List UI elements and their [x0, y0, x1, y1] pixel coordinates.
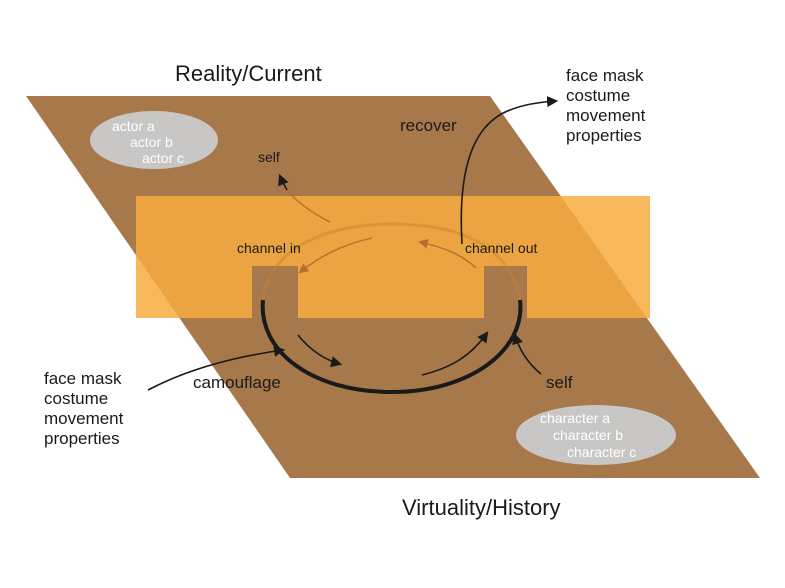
left-list-item: properties	[44, 429, 120, 448]
self-bottom-label: self	[546, 373, 573, 392]
channel-arrow-faint-2	[418, 238, 477, 269]
bottom-title: Virtuality/History	[402, 495, 561, 520]
recover-label: recover	[400, 116, 457, 135]
left-list-item: costume	[44, 389, 108, 408]
cycle-ellipse-back	[261, 222, 522, 301]
actors-ellipse	[90, 111, 218, 169]
top-right-list-item: movement	[566, 106, 646, 125]
cycle-ellipse-front	[260, 299, 523, 395]
self-top-arrow	[286, 189, 331, 223]
left-list-arrow	[147, 345, 286, 391]
self-top-label: self	[258, 149, 280, 165]
character-c-label: character c	[567, 444, 636, 460]
camouflage-label: camouflage	[193, 373, 281, 392]
top-title: Reality/Current	[175, 61, 322, 86]
camouflage-arrow-1	[297, 334, 343, 368]
top-right-list-item: costume	[566, 86, 630, 105]
actor-a-label: actor a	[112, 118, 155, 134]
channel-band	[136, 196, 650, 318]
characters-ellipse	[516, 405, 676, 465]
character-b-label: character b	[553, 427, 623, 443]
left-list-item: movement	[44, 409, 124, 428]
recover-arrow	[460, 95, 559, 245]
channel-out-label: channel out	[465, 240, 538, 256]
actor-c-label: actor c	[142, 150, 184, 166]
character-a-label: character a	[540, 410, 610, 426]
top-right-list-item: face mask	[566, 66, 644, 85]
camouflage-arrow-2	[421, 331, 489, 376]
channel-arrow-faint-1	[298, 237, 373, 274]
self-top-arrowhead	[278, 173, 289, 191]
left-list-item: face mask	[44, 369, 122, 388]
self-bottom-arrow	[512, 332, 542, 375]
channel-in-label: channel in	[237, 240, 301, 256]
top-right-list-item: properties	[566, 126, 642, 145]
actor-b-label: actor b	[130, 134, 173, 150]
